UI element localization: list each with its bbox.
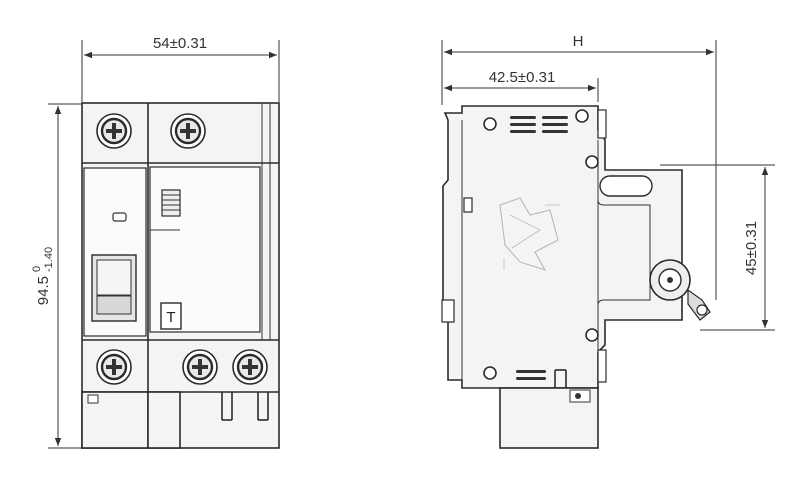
terminal-screw-icon xyxy=(95,112,133,150)
side-body xyxy=(441,105,711,449)
front-view: 54±0.31 94.5 0 -1.40 xyxy=(31,35,280,449)
rail-dimension-label: 45±0.31 xyxy=(743,221,760,275)
overall-dimension-label: H xyxy=(573,33,584,50)
terminal-screw-icon xyxy=(231,348,269,386)
terminal-screw-icon xyxy=(95,348,133,386)
rotary-knob-icon xyxy=(649,259,711,321)
height-tolerance-upper: 0 xyxy=(31,266,43,272)
rail-dimension: 45±0.31 xyxy=(660,164,775,331)
side-view: H 42.5±0.31 45±0.31 xyxy=(441,33,775,449)
front-body: T xyxy=(81,102,280,449)
overall-dimension: H xyxy=(441,33,717,300)
height-dimension: 94.5 0 -1.40 xyxy=(31,103,90,449)
test-button: T xyxy=(160,302,182,330)
status-indicator xyxy=(112,212,127,222)
depth-dimension: 42.5±0.31 xyxy=(444,69,599,102)
depth-dimension-label: 42.5±0.31 xyxy=(489,69,556,86)
width-dimension: 54±0.31 xyxy=(81,35,280,102)
test-button-label: T xyxy=(166,309,175,326)
height-dimension-label: 94.5 xyxy=(35,276,52,305)
coil-icon xyxy=(161,189,181,217)
terminal-screw-icon xyxy=(169,112,207,150)
toggle-lever xyxy=(91,254,137,322)
terminal-screw-icon xyxy=(181,348,219,386)
height-tolerance-lower: -1.40 xyxy=(43,247,55,272)
wiring-schematic-icon xyxy=(499,197,560,271)
width-dimension-label: 54±0.31 xyxy=(153,35,207,52)
